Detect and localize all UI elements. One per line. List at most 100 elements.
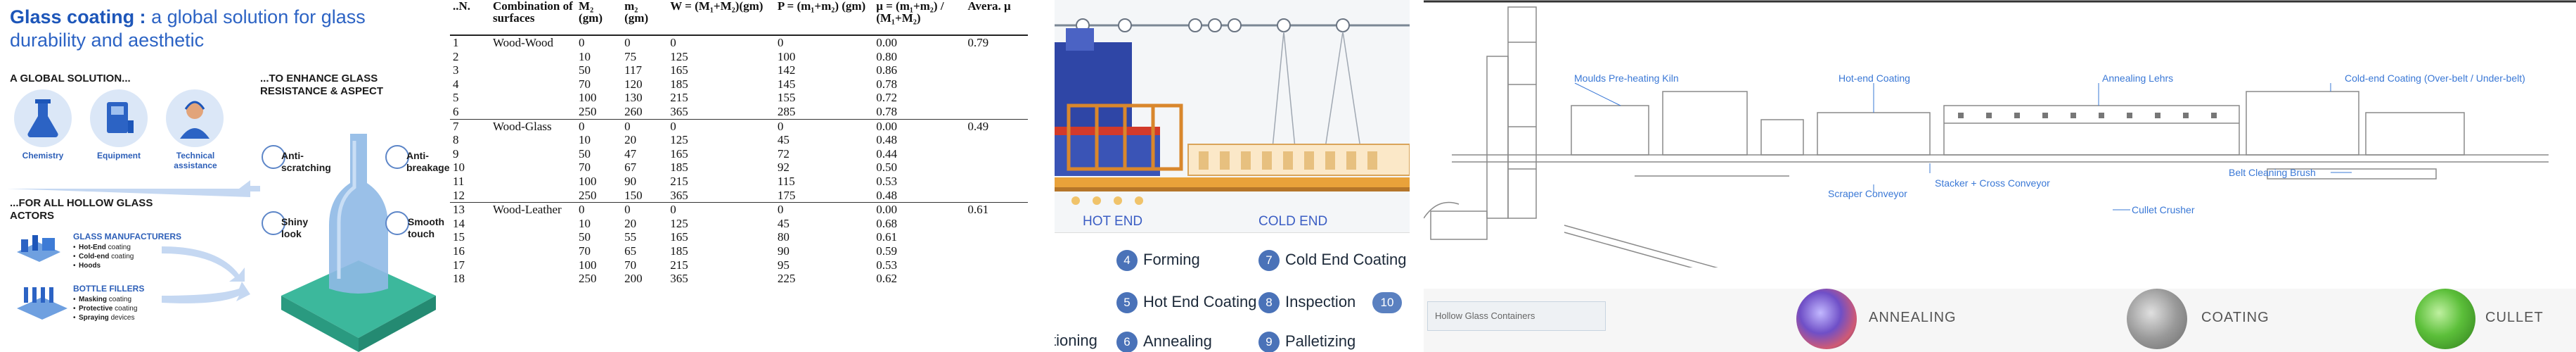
table-cell: 250 (579, 104, 597, 118)
technical-assistance-icon (166, 89, 224, 147)
legend-item: 10 (1372, 292, 1408, 313)
table-cell (490, 258, 576, 272)
table-cell (965, 147, 1028, 161)
table-cell: 250 (579, 272, 597, 286)
table-cell: 70 (579, 161, 591, 175)
table-cell (490, 133, 576, 147)
category-coating[interactable]: COATING (2201, 310, 2269, 325)
label-scraper: Scraper Conveyor (1828, 188, 1907, 199)
table-cell: 20 (624, 133, 637, 147)
table-cell: 45 (777, 133, 790, 147)
table-cell: 2 (453, 49, 459, 63)
table-cell: 14 (453, 216, 465, 230)
table-cell: 100 (777, 49, 796, 63)
table-cell (490, 77, 576, 92)
table-cell: 165 (670, 230, 688, 244)
table-cell: 0 (670, 36, 676, 49)
table-cell (965, 77, 1028, 92)
table-cell: 175 (777, 188, 796, 202)
table-cell (965, 230, 1028, 244)
table-cell: 0.68 (876, 216, 897, 230)
category-cullet[interactable]: CULLET (2485, 310, 2544, 325)
tab-hollow-glass[interactable]: Hollow Glass Containers (1427, 301, 1606, 331)
table-cell: 0.48 (876, 133, 897, 147)
table-cell: 200 (624, 272, 643, 286)
table-cell (965, 133, 1028, 147)
table-cell: 90 (624, 174, 637, 188)
col-header: Combination of surfaces (492, 0, 573, 25)
table-cell: 47 (624, 146, 637, 161)
table-cell: 100 (579, 258, 597, 272)
table-cell (490, 50, 576, 64)
label-moulds-kiln: Moulds Pre-heating Kiln (1574, 73, 1679, 84)
label-annealing-lehrs: Annealing Lehrs (2102, 73, 2174, 84)
table-cell: 90 (777, 244, 790, 258)
hollow-actors-heading: ...FOR ALL HOLLOW GLASS ACTORS (10, 197, 153, 222)
table-cell: 80 (777, 230, 790, 244)
table-cell: 7 (450, 118, 490, 134)
col-header: W = (M₁+M₂)(gm) (670, 0, 764, 13)
table-cell: 10 (453, 161, 465, 175)
annealing-icon (1796, 289, 1857, 349)
table-cell (965, 175, 1028, 189)
col-header: ..N. (453, 0, 471, 13)
table-cell (965, 161, 1028, 175)
table-cell: 72 (777, 146, 790, 161)
table-cell: 15 (453, 230, 465, 244)
table-cell: 0 (576, 202, 622, 217)
shiny-look-icon (262, 211, 285, 235)
feature-smooth-touch: Smooth touch (408, 216, 445, 239)
table-cell: 9 (453, 146, 459, 161)
table-cell (490, 272, 576, 286)
table-cell: 67 (624, 161, 637, 175)
table-cell: 117 (624, 63, 643, 77)
label-stacker: Stacker + Cross Conveyor (1935, 177, 2050, 189)
table-cell: 100 (579, 174, 597, 188)
table-cell (490, 63, 576, 77)
table-cell: 125 (670, 49, 688, 63)
table-cell: 185 (670, 77, 688, 91)
table-cell: 142 (777, 63, 796, 77)
coating-infographic: Glass coating : a global solution for gl… (0, 0, 450, 352)
table-cell: 0.00 (873, 118, 965, 134)
label-cullet-crusher: Cullet Crusher (2132, 204, 2195, 215)
table-cell (490, 230, 576, 244)
table-cell: 0.61 (876, 230, 897, 244)
table-cell: 20 (624, 216, 637, 230)
table-cell: 365 (670, 104, 688, 118)
table-cell: 250 (579, 188, 597, 202)
category-annealing[interactable]: ANNEALING (1869, 310, 1957, 325)
table-cell (490, 147, 576, 161)
table-cell: 70 (579, 244, 591, 258)
table-cell: 6 (453, 104, 459, 118)
label-belt-brush: Belt Cleaning Brush (2229, 167, 2316, 178)
label-hot-end-coating: Hot-end Coating (1838, 73, 1910, 84)
table-cell: 0.72 (876, 91, 897, 105)
friction-table: ..N. Combination of surfaces M₂ (gm) m₂ … (450, 0, 1028, 286)
smooth-touch-icon (385, 211, 409, 235)
table-cell: 215 (670, 91, 688, 105)
table-cell: 13 (450, 202, 490, 217)
table-cell (965, 217, 1028, 231)
table-cell: 5 (453, 91, 459, 105)
equipment-icon (90, 89, 148, 147)
table-cell: 365 (670, 188, 688, 202)
table-cell: 0.80 (876, 49, 897, 63)
table-cell: 10 (579, 133, 591, 147)
cold-end-label: COLD END (1258, 214, 1327, 229)
table-cell: 225 (777, 272, 796, 286)
label-cold-end-coating: Cold-end Coating (Over-belt / Under-belt… (2345, 73, 2525, 84)
table-cell: 0.53 (876, 258, 897, 272)
